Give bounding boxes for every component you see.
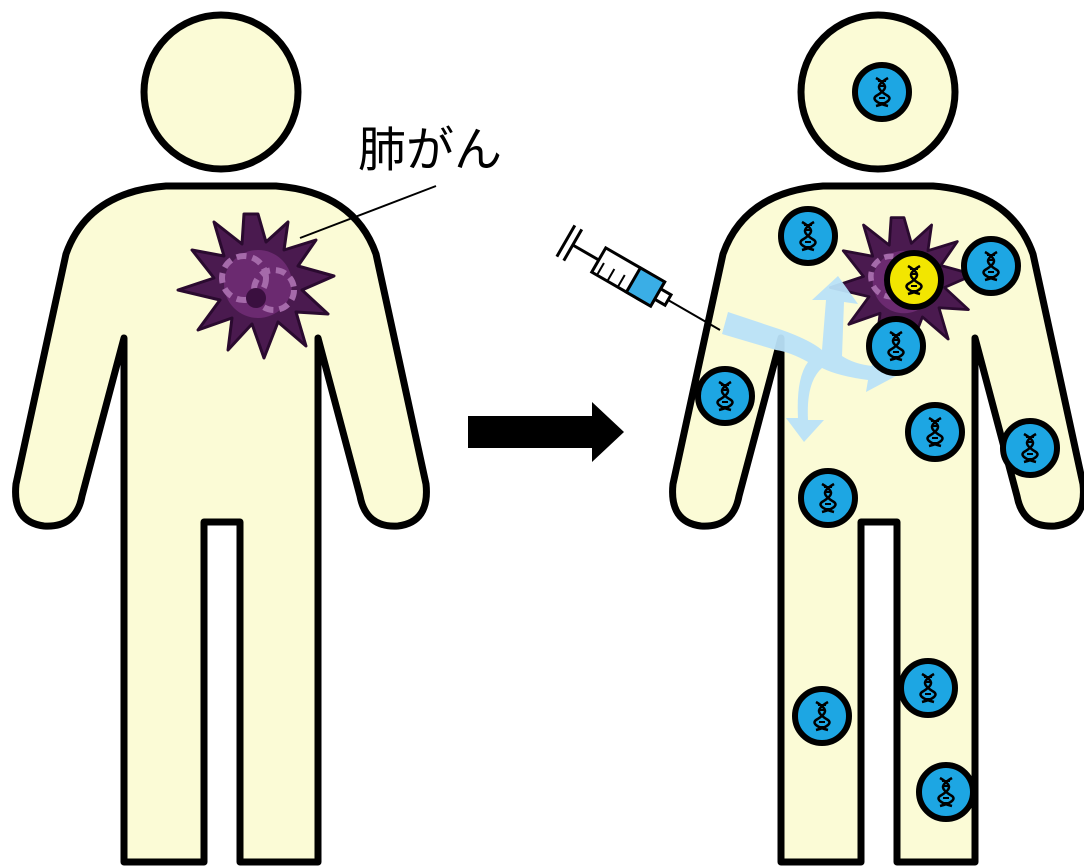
head-left <box>144 15 298 169</box>
right-arrow-icon <box>468 402 624 462</box>
dna-icon <box>795 689 849 743</box>
syringe-icon <box>557 225 729 345</box>
tumor-label: 肺がん <box>358 122 502 178</box>
dna-icon <box>901 661 955 715</box>
dna-icon-highlighted <box>887 253 941 307</box>
dna-icon <box>908 405 962 459</box>
dna-icon <box>855 65 909 119</box>
dna-icon <box>1003 421 1057 475</box>
dna-icon <box>869 319 923 373</box>
dna-icon <box>919 765 973 819</box>
patient-before-figure: 肺がん <box>16 15 502 862</box>
dna-icon <box>964 239 1018 293</box>
dna-icon <box>801 471 855 525</box>
patient-after-figure <box>557 15 1084 862</box>
dna-icon <box>698 369 752 423</box>
dna-icon <box>781 209 835 263</box>
